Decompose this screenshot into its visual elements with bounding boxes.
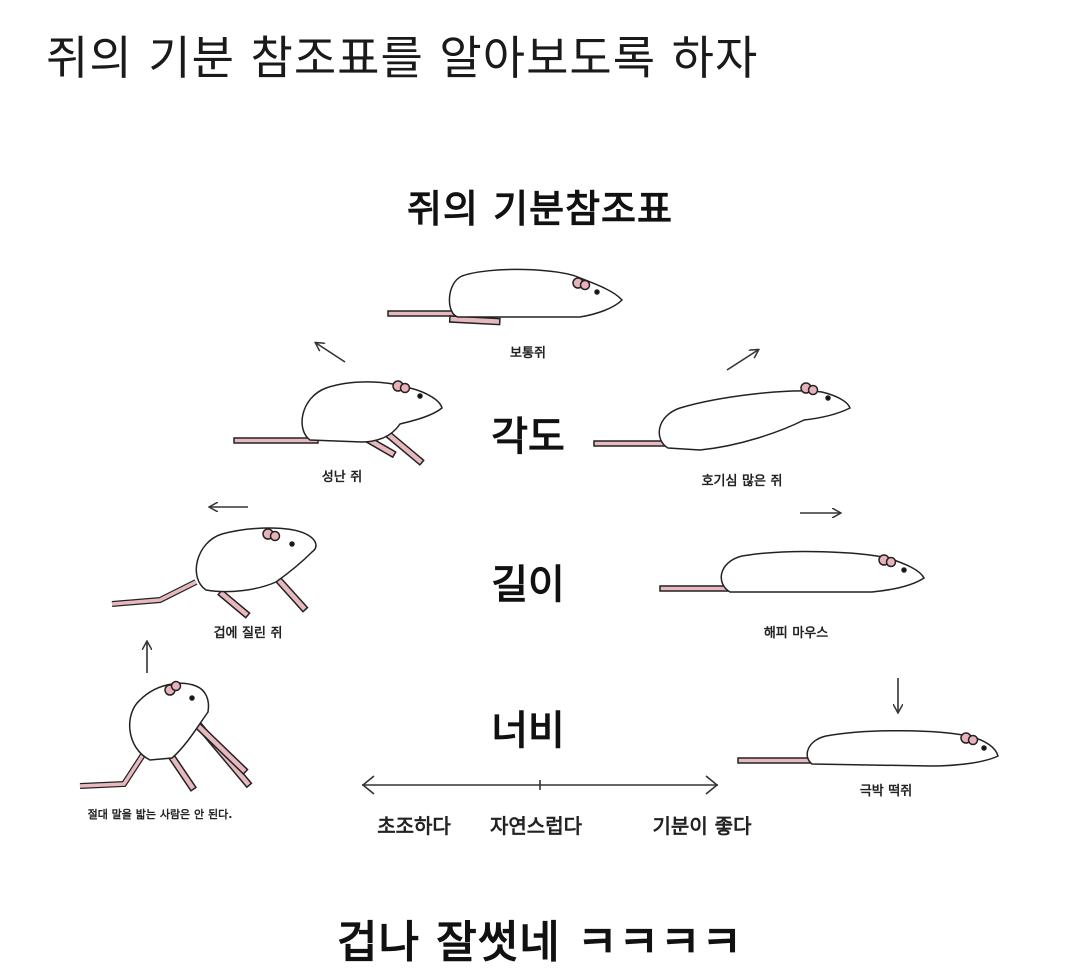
rat-label-flat: 극박 떡쥐 <box>859 784 913 799</box>
rat-label-happy: 해피 마우스 <box>763 626 829 641</box>
rat-label-normal: 보통쥐 <box>510 346 546 361</box>
rat-normal-icon <box>387 268 624 326</box>
rat-flat-icon <box>737 730 999 767</box>
rat-label-curious: 호기심 많은 쥐 <box>701 474 783 489</box>
rat-curious-icon <box>593 382 851 451</box>
rat-upright-icon <box>79 680 253 792</box>
direction-arrows <box>147 343 898 712</box>
chart-title: 쥐의 기분참조표 <box>407 187 673 231</box>
axis-label-angle: 각도 <box>491 414 565 460</box>
scale-label-right: 기분이 좋다 <box>652 814 752 838</box>
rat-happy-icon <box>659 550 925 593</box>
rat-angry-icon <box>233 380 443 466</box>
axis-label-width: 너비 <box>491 708 565 754</box>
footer-caption: 겁나 잘썻네 ㅋㅋㅋㅋ <box>337 917 743 968</box>
scale-line <box>361 775 719 795</box>
scale-label-left: 초조하다 <box>377 814 451 838</box>
header-title: 쥐의 기분 참조표를 알아보도록 하자 <box>46 31 759 85</box>
rat-scared-icon <box>111 527 317 619</box>
axis-label-length: 길이 <box>491 562 565 608</box>
arrow-up-right-icon <box>726 350 758 371</box>
scale-label-middle: 자연스럽다 <box>490 814 582 838</box>
rat-label-scared: 겁에 질린 쥐 <box>213 626 283 641</box>
rat-label-angry: 성난 쥐 <box>321 470 363 485</box>
arrow-up-left-icon <box>316 343 346 363</box>
rat-label-upright: 절대 말을 밟는 사람은 안 된다. <box>87 808 233 821</box>
